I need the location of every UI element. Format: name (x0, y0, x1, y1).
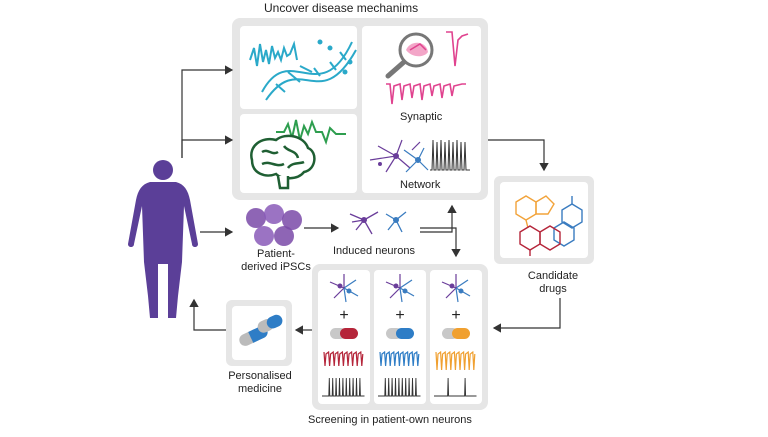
diagram-title: Uncover disease mechanims (264, 1, 419, 15)
ipsc-label-line2: derived iPSCs (241, 261, 311, 273)
plus-sign: + (339, 307, 348, 324)
spike-trace-icon (378, 377, 421, 397)
neuron-branch (399, 279, 413, 289)
neuron-soma (402, 288, 408, 294)
eeg-trace-icon (276, 119, 346, 146)
neuron-branch (389, 287, 401, 299)
spike-trace-icon (434, 377, 477, 397)
ipsc-cells-icon (246, 204, 302, 246)
synaptic-label: Synaptic (400, 111, 443, 123)
neuron-soma (458, 288, 464, 294)
neuron-branch (445, 287, 457, 299)
neuron-network-icon (369, 139, 429, 173)
screening-label: Screening in patient-own neurons (308, 414, 472, 426)
plus-sign: + (395, 307, 404, 324)
induced-neurons-icon (349, 211, 407, 235)
induced-neurons-label: Induced neurons (333, 245, 415, 257)
neuron-soma (337, 283, 343, 289)
spike-trace-icon (430, 139, 470, 171)
candidate-label-line2: drugs (539, 283, 567, 295)
neuron-branch (455, 287, 459, 303)
spike-trace-icon (322, 377, 365, 397)
synaptic-trace (323, 350, 364, 367)
synaptic-trace-icon (386, 31, 469, 105)
candidate-label-line1: Candidate (527, 270, 579, 282)
neuron-branch (343, 279, 357, 289)
flow-arrows (181, 65, 561, 335)
neuron-branch (333, 287, 345, 299)
candidate-drugs-panel (494, 176, 594, 264)
neuron-branch (455, 279, 469, 289)
screening-columns: + + + (322, 274, 477, 397)
dna-icon (249, 39, 357, 101)
magnifier-icon (385, 32, 434, 79)
plus-sign: + (451, 307, 460, 324)
neuron-soma (393, 283, 399, 289)
capsule-icon (340, 328, 358, 339)
capsule-icon (452, 328, 470, 339)
network-label: Network (400, 179, 441, 191)
neuron-soma (346, 288, 352, 294)
synaptic-trace (379, 350, 420, 367)
neuron-branch (399, 287, 403, 303)
personalised-label-line2: medicine (237, 383, 283, 395)
neuron-branch (343, 287, 347, 303)
molecule-icon (515, 195, 583, 256)
brain-icon (250, 134, 316, 190)
synaptic-trace (435, 350, 476, 371)
ipsc-label-line1: Patient- (257, 248, 295, 260)
personalised-label-line1: Personalised (228, 370, 292, 382)
capsule-icon (239, 314, 283, 346)
capsule-icon (396, 328, 414, 339)
neuron-soma (449, 283, 455, 289)
human-silhouette-icon (128, 160, 198, 318)
